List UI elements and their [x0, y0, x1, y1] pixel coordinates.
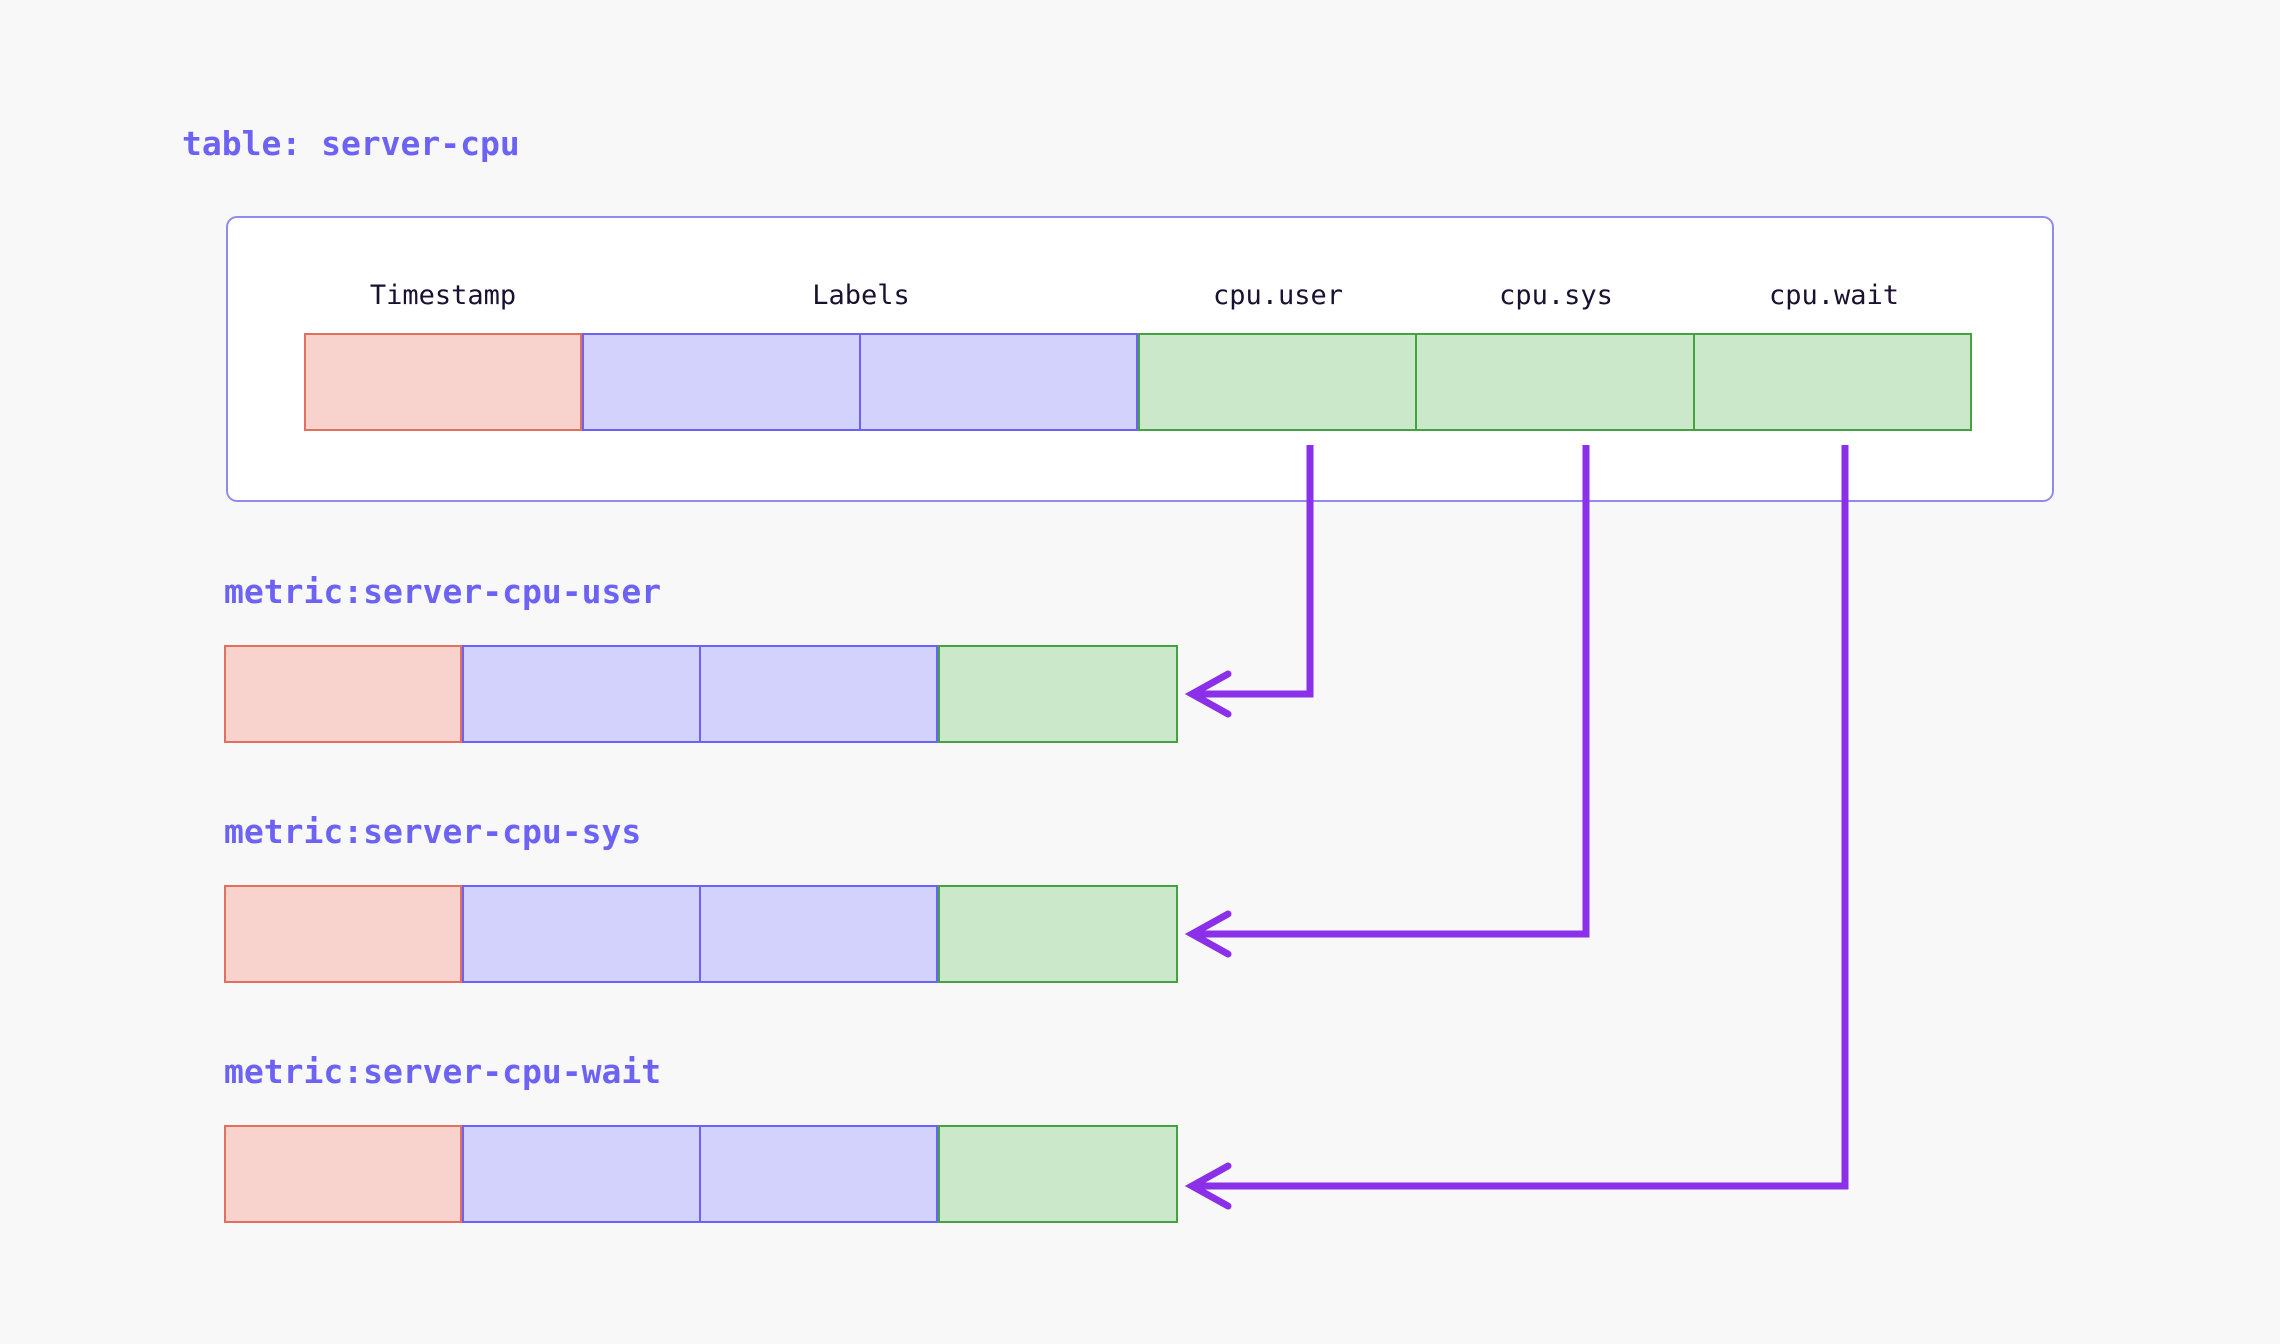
table-cell-labels-1 [582, 333, 860, 431]
metric-cell-timestamp [224, 645, 462, 743]
metric-cell-labels-1 [462, 645, 700, 743]
metric-cell-labels-1 [462, 885, 700, 983]
column-header-cpu-user: cpu.user [1212, 280, 1344, 311]
table-title: table: server-cpu [182, 124, 520, 163]
connector-cpu-sys [1196, 445, 1590, 938]
metric-cell-labels-2 [700, 1125, 938, 1223]
column-header-labels: Labels [812, 280, 910, 311]
table-cell-timestamp [304, 333, 582, 431]
metric-title-server-cpu-sys: metric:server-cpu-sys [224, 812, 642, 851]
table-cell-cpu-sys [1416, 333, 1694, 431]
table-cell-cpu-wait [1694, 333, 1972, 431]
metric-row-server-cpu-sys [224, 885, 1178, 983]
column-header-cpu-sys: cpu.sys [1499, 280, 1613, 311]
metric-title-server-cpu-user: metric:server-cpu-user [224, 572, 662, 611]
metric-title-server-cpu-wait: metric:server-cpu-wait [224, 1052, 662, 1091]
column-header-timestamp: Timestamp [369, 280, 517, 311]
metric-cell-labels-2 [700, 645, 938, 743]
metric-row-server-cpu-user [224, 645, 1178, 743]
metric-cell-labels-2 [700, 885, 938, 983]
column-header-cpu-wait: cpu.wait [1768, 280, 1900, 311]
arrowhead-cpu-wait [1184, 1162, 1232, 1210]
metric-cell-value [938, 1125, 1178, 1223]
metric-row-server-cpu-wait [224, 1125, 1178, 1223]
table-cell-cpu-user [1138, 333, 1416, 431]
metric-cell-timestamp [224, 885, 462, 983]
metric-cell-value [938, 885, 1178, 983]
metric-cell-value [938, 645, 1178, 743]
metric-cell-timestamp [224, 1125, 462, 1223]
metric-cell-labels-1 [462, 1125, 700, 1223]
arrowhead-cpu-user [1184, 670, 1232, 718]
arrowhead-cpu-sys [1184, 910, 1232, 958]
table-cell-labels-2 [860, 333, 1138, 431]
connector-cpu-wait [1196, 445, 1849, 1190]
table-row [304, 333, 1972, 431]
